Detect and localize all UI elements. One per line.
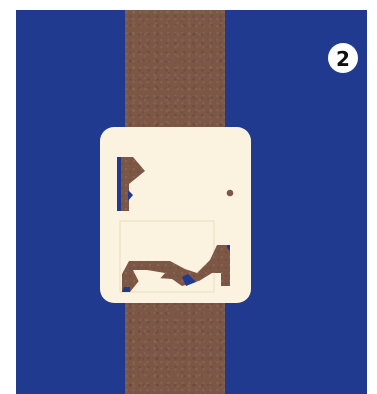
step-number-badge: 2	[328, 43, 358, 73]
upper-left-cutout	[117, 157, 145, 211]
blue-panel: 2	[16, 10, 367, 394]
step-number-text: 2	[336, 49, 350, 69]
cream-card	[100, 127, 251, 303]
dot-mark	[227, 190, 234, 197]
cutout-shapes-icon	[100, 127, 251, 303]
